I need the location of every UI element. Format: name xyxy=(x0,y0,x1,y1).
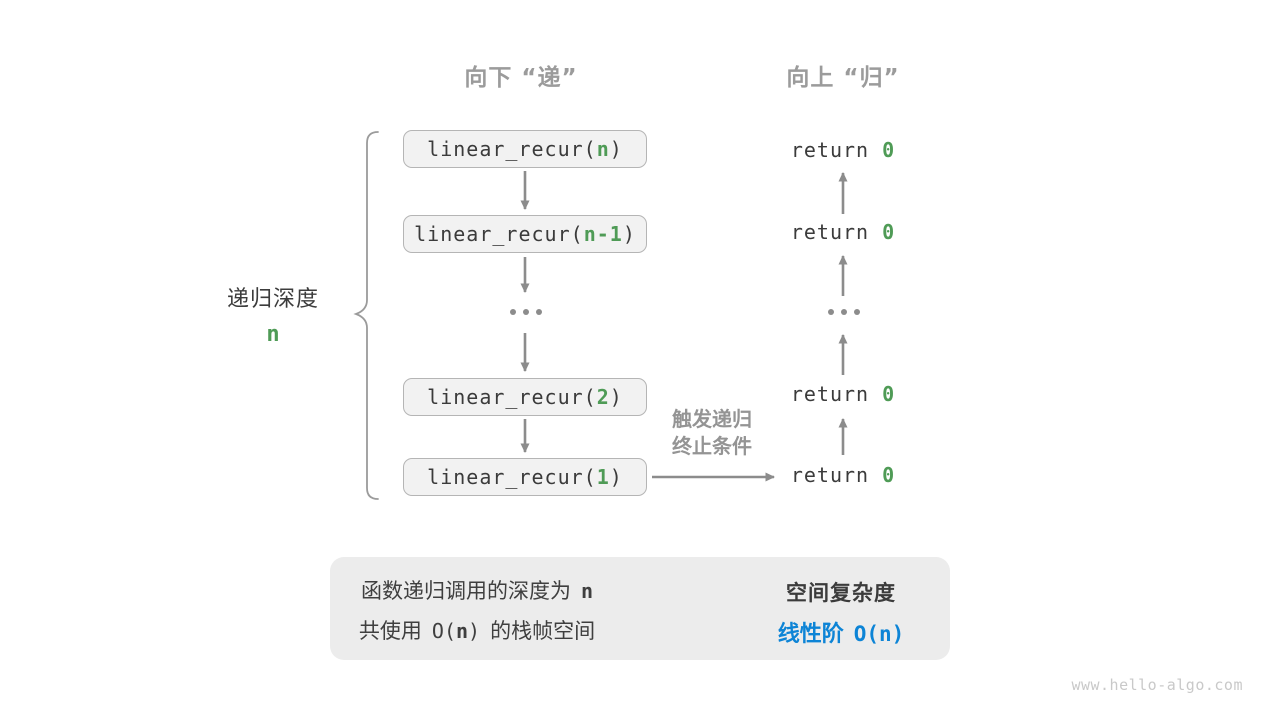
ellipsis-icon xyxy=(510,309,542,315)
recursion-depth-label: 递归深度 xyxy=(226,287,319,312)
return-statement: return 0 xyxy=(763,137,923,163)
call-box-text: linear_recur( xyxy=(414,222,584,246)
call-box-text: ) xyxy=(609,137,623,161)
space-complexity-notation: O(n) xyxy=(853,622,905,646)
call-box-arg: 2 xyxy=(596,385,610,409)
return-value: 0 xyxy=(882,138,896,162)
call-box-arg: 1 xyxy=(596,465,610,489)
return-value: 0 xyxy=(882,382,896,406)
space-complexity-result: 线性阶 O(n) xyxy=(731,616,951,648)
call-box-text: linear_recur( xyxy=(427,385,597,409)
column-header-ascend: 向上 “归” xyxy=(786,65,900,91)
summary-line2-code: ) xyxy=(468,619,481,643)
call-box-text: linear_recur( xyxy=(427,465,597,489)
return-statement: return 0 xyxy=(763,462,923,488)
return-keyword: return xyxy=(790,463,870,487)
summary-line2-code: O( xyxy=(431,619,456,643)
call-box-n-1: linear_recur(n-1) xyxy=(403,215,647,253)
call-box-arg: n-1 xyxy=(583,222,623,246)
recursion-depth-label-group: 递归深度 n xyxy=(203,281,343,347)
summary-line1: 函数递归调用的深度为 n xyxy=(337,577,617,605)
summary-line2-pre: 共使用 xyxy=(358,619,422,643)
base-case-label-line1: 触发递归 xyxy=(672,407,752,431)
call-box-text: linear_recur( xyxy=(427,137,597,161)
base-case-label-line2: 终止条件 xyxy=(672,434,752,458)
recursion-depth-value: n xyxy=(266,322,280,347)
call-box-text: ) xyxy=(609,465,623,489)
summary-line1-text: 函数递归调用的深度为 xyxy=(360,579,571,603)
return-keyword: return xyxy=(790,220,870,244)
watermark: www.hello-algo.com xyxy=(1071,676,1243,694)
summary-panel xyxy=(330,557,950,660)
return-keyword: return xyxy=(790,382,870,406)
call-box-n: linear_recur(n) xyxy=(403,130,647,168)
call-box-arg: n xyxy=(596,137,610,161)
call-box-text: ) xyxy=(622,222,636,246)
summary-line2: 共使用 O(n) 的栈帧空间 xyxy=(337,617,617,645)
brace-icon xyxy=(353,131,379,500)
space-complexity-order: 线性阶 xyxy=(777,622,844,647)
summary-line1-value: n xyxy=(580,579,594,603)
column-header-descend: 向下 “递” xyxy=(464,65,578,91)
return-statement: return 0 xyxy=(763,219,923,245)
summary-line2-code-arg: n xyxy=(456,619,469,643)
call-box-1: linear_recur(1) xyxy=(403,458,647,496)
ellipsis-icon xyxy=(828,309,860,315)
summary-line2-post: 的栈帧空间 xyxy=(490,619,596,643)
return-value: 0 xyxy=(882,220,896,244)
base-case-label: 触发递归 终止条件 xyxy=(642,406,782,460)
return-value: 0 xyxy=(882,463,896,487)
call-box-2: linear_recur(2) xyxy=(403,378,647,416)
return-statement: return 0 xyxy=(763,381,923,407)
space-complexity-title: 空间复杂度 xyxy=(786,581,896,605)
call-box-text: ) xyxy=(609,385,623,409)
return-keyword: return xyxy=(790,138,870,162)
